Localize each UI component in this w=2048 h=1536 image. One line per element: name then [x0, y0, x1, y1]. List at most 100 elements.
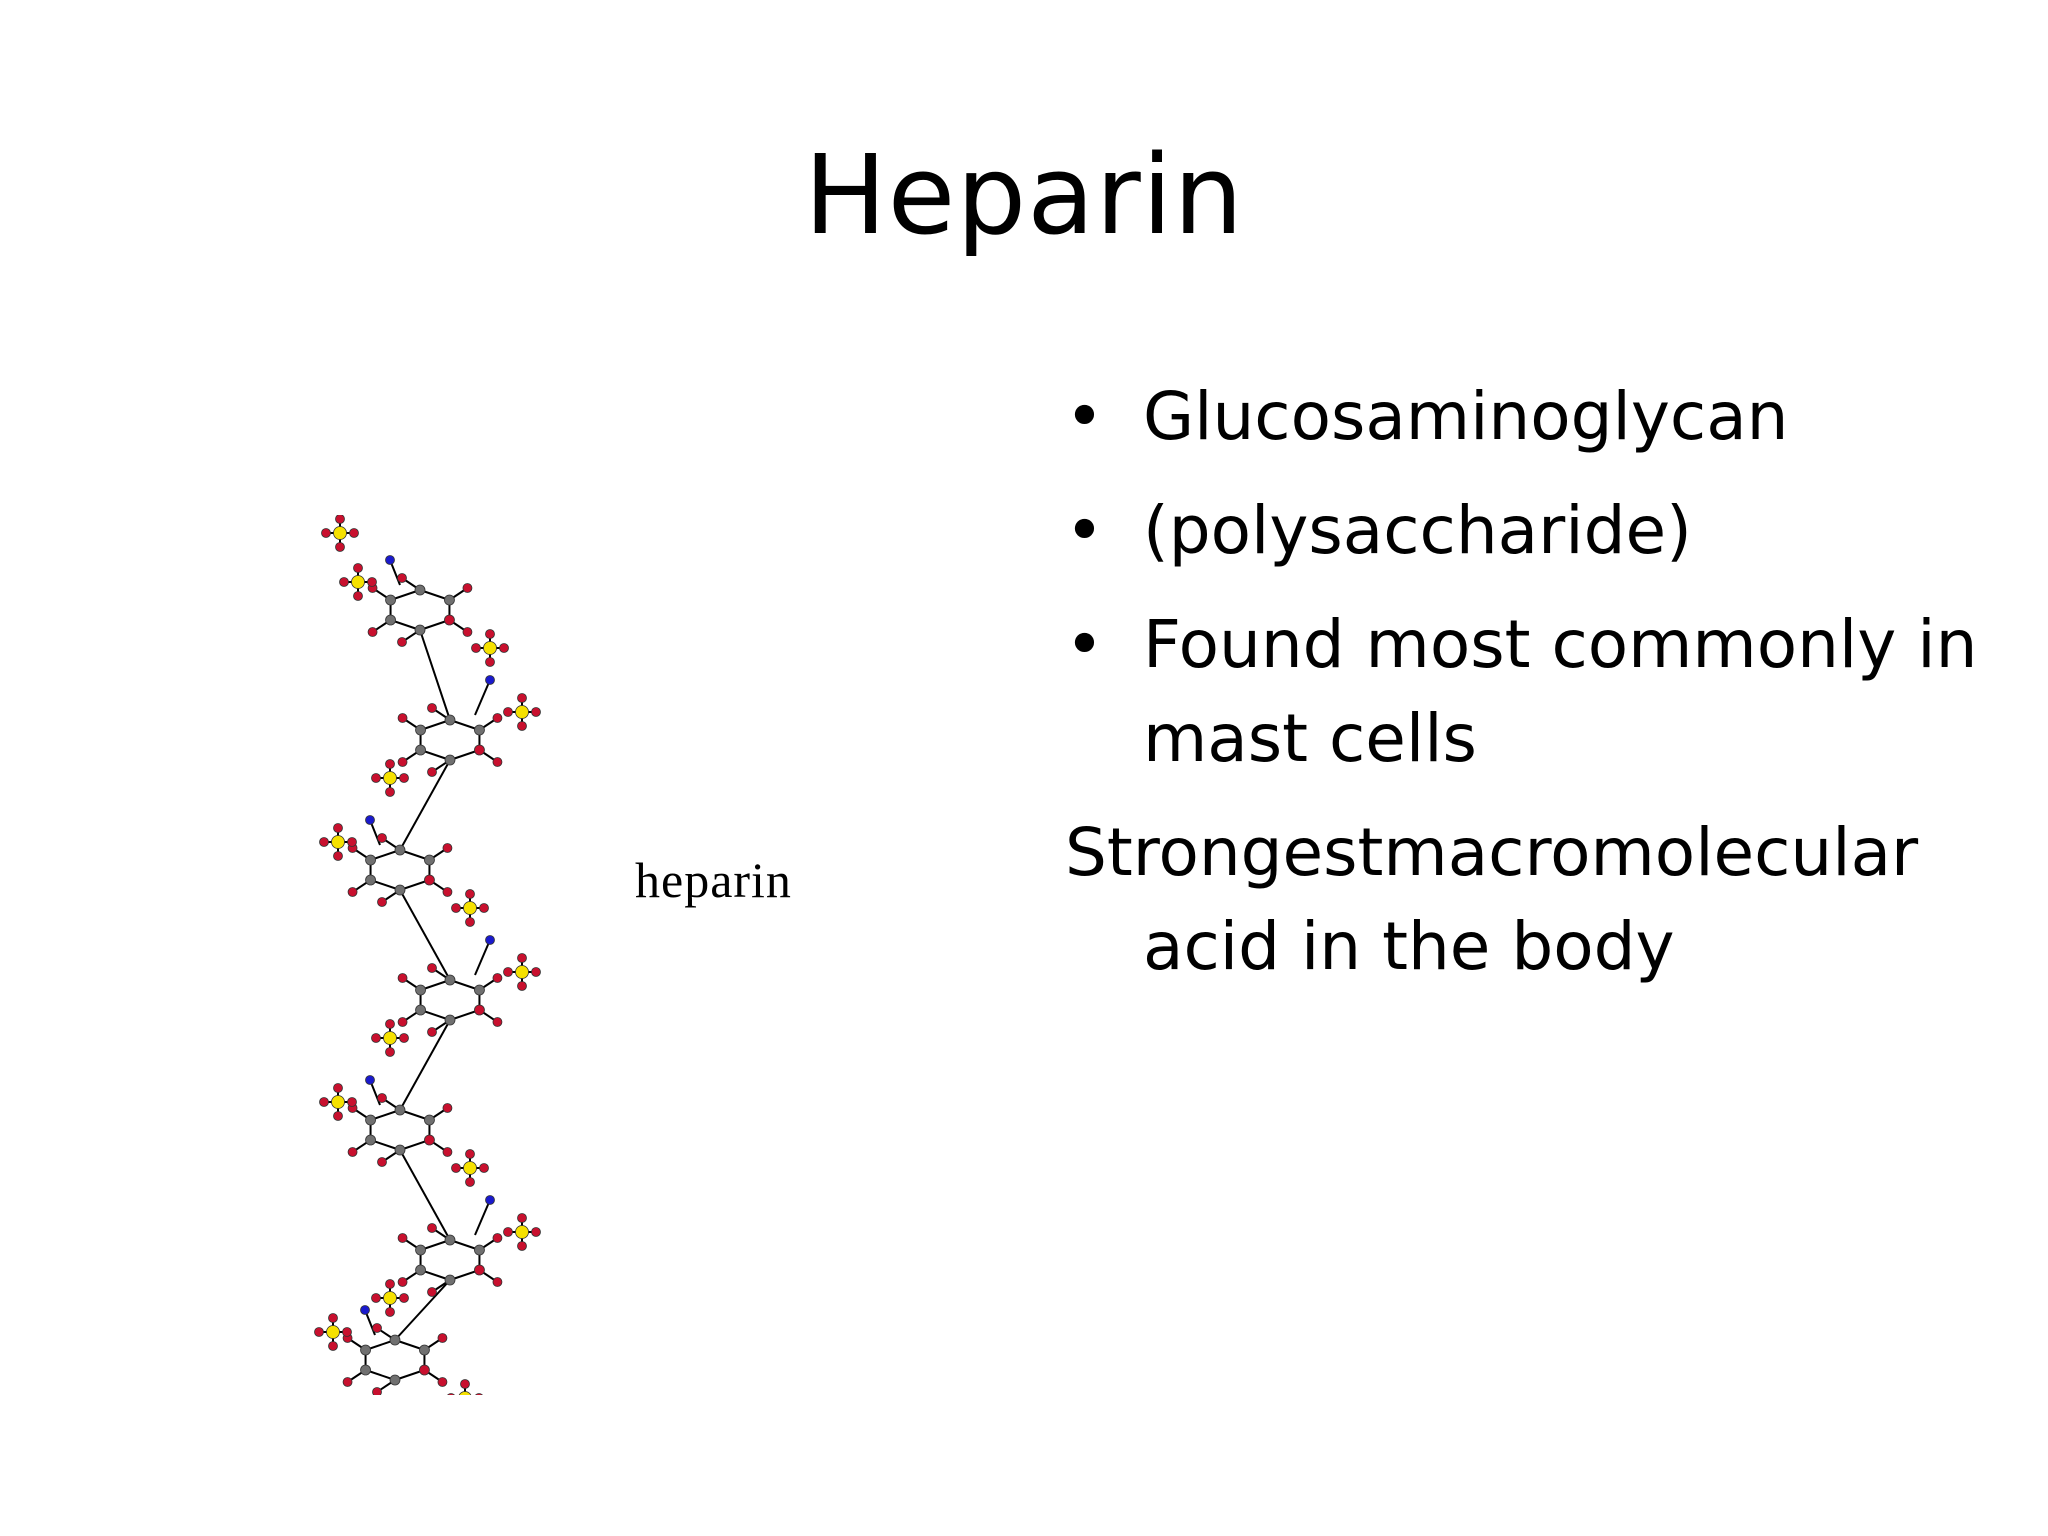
- carbon-atom: [444, 594, 455, 606]
- oxygen-atom: [462, 583, 473, 593]
- carbon-atom: [415, 1264, 426, 1276]
- oxygen-atom: [442, 1103, 453, 1113]
- sulfur-atom: [515, 705, 529, 719]
- sulfur-atom: [483, 641, 497, 655]
- oxygen-atom: [427, 963, 437, 973]
- sulfur-atom: [333, 526, 347, 540]
- oxygen-atom: [451, 1163, 461, 1173]
- sulfur-atom: [515, 1225, 529, 1239]
- oxygen-atom: [328, 1341, 338, 1351]
- oxygen-atom: [353, 563, 363, 573]
- oxygen-atom: [319, 837, 329, 847]
- nitrogen-atom: [360, 1305, 370, 1315]
- oxygen-atom: [319, 1097, 329, 1107]
- oxygen-atom: [399, 1293, 409, 1303]
- oxygen-atom: [424, 1134, 435, 1146]
- carbon-atom: [474, 724, 485, 736]
- bullet-list: • Glucosaminoglycan • (polysaccharide) •…: [1065, 370, 2025, 994]
- oxygen-atom: [503, 1227, 513, 1237]
- oxygen-atom: [397, 1277, 408, 1287]
- oxygen-atom: [333, 851, 343, 861]
- oxygen-atom: [372, 1387, 382, 1395]
- carbon-atom: [414, 584, 426, 596]
- bullet-text: (polysaccharide): [1143, 492, 1692, 569]
- oxygen-atom: [335, 515, 345, 524]
- heparin-figure: heparin: [300, 515, 900, 1395]
- carbon-atom: [474, 984, 485, 996]
- carbon-atom: [385, 614, 396, 626]
- oxygen-atom: [492, 713, 503, 723]
- carbon-atom: [394, 1144, 406, 1156]
- oxygen-atom: [427, 703, 437, 713]
- carbon-atom: [415, 724, 426, 736]
- oxygen-atom: [372, 1323, 382, 1333]
- carbon-atom: [365, 874, 376, 886]
- oxygen-atom: [339, 577, 349, 587]
- oxygen-atom: [474, 1264, 485, 1276]
- oxygen-atom: [385, 1019, 395, 1029]
- oxygen-atom: [465, 1177, 475, 1187]
- heparin-molecule-image: [314, 515, 541, 1395]
- carbon-atom: [444, 754, 456, 766]
- nitrogen-atom: [485, 675, 495, 685]
- oxygen-atom: [479, 1163, 489, 1173]
- oxygen-atom: [385, 1307, 395, 1317]
- oxygen-atom: [474, 1004, 485, 1016]
- oxygen-atom: [377, 1093, 387, 1103]
- carbon-atom: [415, 1244, 426, 1256]
- oxygen-atom: [347, 1097, 357, 1107]
- oxygen-atom: [499, 643, 509, 653]
- bullet-text: Glucosaminoglycan: [1143, 378, 1789, 455]
- carbon-atom: [365, 1134, 376, 1146]
- oxygen-atom: [321, 528, 331, 538]
- carbon-atom: [444, 1234, 456, 1246]
- oxygen-atom: [347, 887, 358, 897]
- oxygen-atom: [517, 953, 527, 963]
- oxygen-atom: [442, 843, 453, 853]
- oxygen-atom: [444, 614, 455, 626]
- sulfur-atom: [326, 1325, 340, 1339]
- carbon-atom: [444, 974, 456, 986]
- oxygen-atom: [517, 1241, 527, 1251]
- carbon-atom: [444, 1274, 456, 1286]
- oxygen-atom: [385, 759, 395, 769]
- body-paragraph: Strongestmacromolecular acid in the body: [1065, 814, 1919, 985]
- oxygen-atom: [427, 1027, 437, 1037]
- oxygen-atom: [492, 973, 503, 983]
- oxygen-atom: [385, 787, 395, 797]
- oxygen-atom: [492, 1233, 503, 1243]
- carbon-atom: [394, 844, 406, 856]
- oxygen-atom: [385, 1047, 395, 1057]
- oxygen-atom: [342, 1377, 353, 1387]
- oxygen-atom: [353, 591, 363, 601]
- oxygen-atom: [397, 973, 408, 983]
- oxygen-atom: [371, 773, 381, 783]
- oxygen-atom: [377, 897, 387, 907]
- oxygen-atom: [397, 573, 407, 583]
- oxygen-atom: [451, 903, 461, 913]
- oxygen-atom: [367, 627, 378, 637]
- carbon-atom: [365, 854, 376, 866]
- carbon-atom: [414, 624, 426, 636]
- bullet-item: • (polysaccharide): [1065, 484, 2025, 578]
- oxygen-atom: [419, 1364, 430, 1376]
- oxygen-atom: [377, 833, 387, 843]
- bullet-marker: •: [1065, 606, 1104, 683]
- figure-label: heparin: [635, 852, 792, 908]
- nitrogen-atom: [485, 935, 495, 945]
- oxygen-atom: [471, 643, 481, 653]
- oxygen-atom: [492, 1017, 503, 1027]
- sulfur-atom: [383, 1031, 397, 1045]
- carbon-atom: [415, 984, 426, 996]
- oxygen-atom: [492, 757, 503, 767]
- oxygen-atom: [367, 577, 377, 587]
- oxygen-atom: [517, 721, 527, 731]
- sulfur-atom: [331, 835, 345, 849]
- oxygen-atom: [531, 967, 541, 977]
- carbon-atom: [444, 714, 456, 726]
- oxygen-atom: [397, 757, 408, 767]
- oxygen-atom: [385, 1279, 395, 1289]
- oxygen-atom: [399, 773, 409, 783]
- sulfur-atom: [383, 1291, 397, 1305]
- oxygen-atom: [427, 767, 437, 777]
